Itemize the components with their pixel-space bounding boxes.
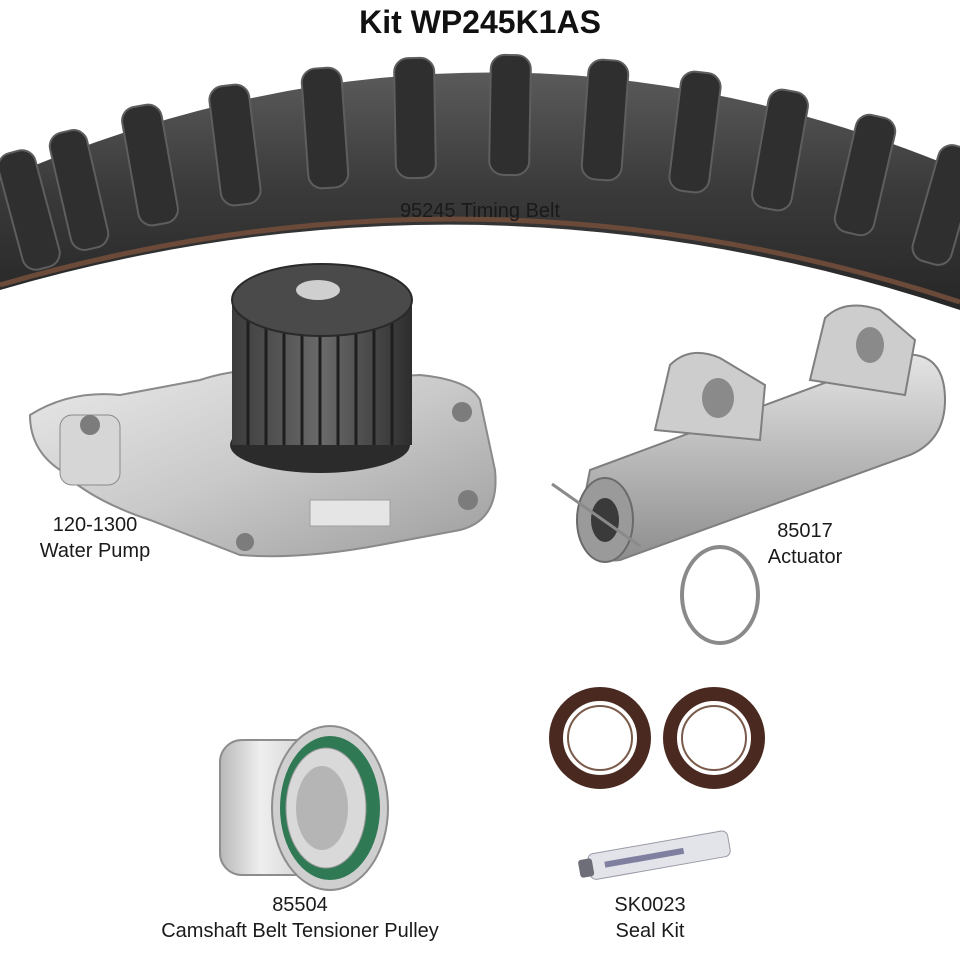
kit-title: Kit WP245K1AS — [359, 4, 601, 40]
actuator-name: Actuator — [767, 546, 843, 568]
water-pump-name: Water Pump — [39, 540, 151, 562]
actuator-label: 85017 Actuator — [745, 518, 865, 570]
water-pump-label: 120-1300 Water Pump — [15, 512, 175, 564]
seal-kit-name: Seal Kit — [615, 920, 685, 942]
actuator-part-number: 85017 — [777, 520, 833, 542]
water-pump-image — [28, 263, 497, 558]
timing-belt-label: 95245 Timing Belt — [399, 200, 561, 222]
timing-belt-image — [0, 53, 960, 310]
water-pump-part-number: 120-1300 — [52, 514, 138, 536]
seal-kit-part-number: SK0023 — [614, 894, 686, 916]
tensioner-pulley-image — [219, 725, 389, 891]
tensioner-pulley-name: Camshaft Belt Tensioner Pulley — [161, 920, 439, 942]
seal-kit-image — [549, 687, 765, 880]
tensioner-pulley-label: 85504 Camshaft Belt Tensioner Pulley — [110, 892, 490, 944]
seal-kit-label: SK0023 Seal Kit — [590, 892, 710, 944]
tensioner-pulley-part-number: 85504 — [272, 894, 328, 916]
actuator-image — [551, 304, 947, 645]
